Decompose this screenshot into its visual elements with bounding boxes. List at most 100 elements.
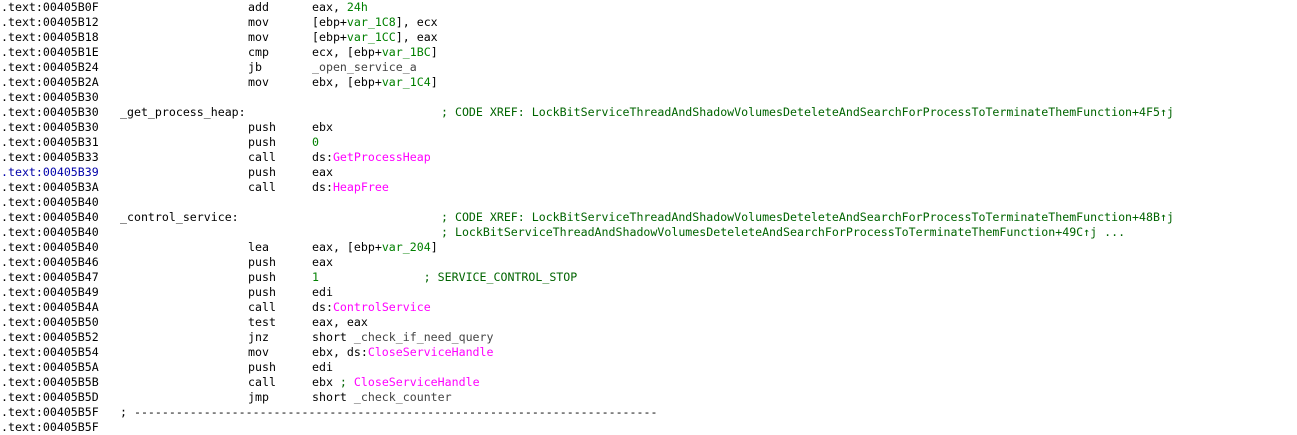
listing-line[interactable]: .text:00405B47 push 1 ; SERVICE_CONTROL_ST… xyxy=(1,270,1297,285)
instruction-mnemonic[interactable]: mov xyxy=(248,345,269,359)
listing-line[interactable]: .text:00405B12 mov [ebp+var_1C8], ecx xyxy=(1,15,1297,30)
instruction-operands[interactable]: [ebp+var_1CC], eax xyxy=(312,30,438,45)
instruction-mnemonic[interactable]: lea xyxy=(248,240,269,254)
line-address[interactable]: .text:00405B5A xyxy=(1,360,99,374)
listing-line[interactable]: .text:00405B3A call ds:HeapFree xyxy=(1,180,1297,195)
line-address[interactable]: .text:00405B5F xyxy=(1,420,99,434)
listing-line[interactable]: .text:00405B46 push eax xyxy=(1,255,1297,270)
instruction-operands[interactable]: ebx, ds:CloseServiceHandle xyxy=(312,345,493,360)
instruction-operands[interactable]: ecx, [ebp+var_1BC] xyxy=(312,45,438,60)
listing-line[interactable]: .text:00405B40 xyxy=(1,195,1297,210)
instruction-operands[interactable]: ebx, [ebp+var_1C4] xyxy=(312,75,438,90)
line-address[interactable]: .text:00405B30 xyxy=(1,90,99,104)
code-reference[interactable]: _check_if_need_query xyxy=(353,330,494,344)
instruction-mnemonic[interactable]: mov xyxy=(248,75,269,89)
instruction-operands[interactable]: short _check_if_need_query xyxy=(312,330,494,345)
instruction-mnemonic[interactable]: push xyxy=(248,285,276,299)
listing-line[interactable]: .text:00405B30 xyxy=(1,90,1297,105)
line-address[interactable]: .text:00405B39 xyxy=(1,165,99,179)
stack-variable[interactable]: var_1BC xyxy=(381,45,431,59)
line-address[interactable]: .text:00405B33 xyxy=(1,150,99,164)
listing-line[interactable]: .text:00405B50 test eax, eax xyxy=(1,315,1297,330)
stack-variable[interactable]: var_1C4 xyxy=(381,75,431,89)
listing-line[interactable]: .text:00405B30_get_process_heap:; CODE X… xyxy=(1,105,1297,120)
instruction-mnemonic[interactable]: mov xyxy=(248,15,269,29)
instruction-mnemonic[interactable]: push xyxy=(248,255,276,269)
instruction-mnemonic[interactable]: jb xyxy=(248,60,262,74)
line-address[interactable]: .text:00405B40 xyxy=(1,225,99,239)
import-name[interactable]: GetProcessHeap xyxy=(332,150,431,164)
listing-line[interactable]: .text:00405B40 lea eax, [ebp+var_204] xyxy=(1,240,1297,255)
listing-line[interactable]: .text:00405B5F xyxy=(1,420,1297,435)
line-address[interactable]: .text:00405B24 xyxy=(1,60,99,74)
instruction-operands[interactable]: eax, 24h xyxy=(312,0,368,15)
instruction-mnemonic[interactable]: call xyxy=(248,300,276,314)
instruction-operands[interactable]: ebx xyxy=(312,120,333,135)
xref-comment[interactable]: ; CODE XREF: LockBitServiceThreadAndShad… xyxy=(441,210,1174,224)
code-label[interactable]: _get_process_heap: xyxy=(120,105,246,119)
instruction-mnemonic[interactable]: push xyxy=(248,270,276,284)
import-name[interactable]: HeapFree xyxy=(332,180,389,194)
import-name[interactable]: CloseServiceHandle xyxy=(353,375,480,389)
line-address[interactable]: .text:00405B40 xyxy=(1,210,99,224)
import-name[interactable]: ControlService xyxy=(332,300,431,314)
line-address[interactable]: .text:00405B4A xyxy=(1,300,99,314)
line-address[interactable]: .text:00405B47 xyxy=(1,270,99,284)
instruction-mnemonic[interactable]: push xyxy=(248,120,276,134)
listing-line[interactable]: .text:00405B4A call ds:ControlService xyxy=(1,300,1297,315)
instruction-operands[interactable]: ebx ; CloseServiceHandle xyxy=(312,375,480,390)
instruction-mnemonic[interactable]: push xyxy=(248,135,276,149)
instruction-mnemonic[interactable]: push xyxy=(248,165,276,179)
instruction-operands[interactable]: 0 xyxy=(312,135,319,150)
instruction-operands[interactable]: eax xyxy=(312,255,333,270)
instruction-operands[interactable]: _open_service_a xyxy=(312,60,417,75)
instruction-operands[interactable]: eax, [ebp+var_204] xyxy=(312,240,438,255)
line-address[interactable]: .text:00405B30 xyxy=(1,105,99,119)
listing-line[interactable]: .text:00405B0F add eax, 24h xyxy=(1,0,1297,15)
line-address[interactable]: .text:00405B46 xyxy=(1,255,99,269)
instruction-mnemonic[interactable]: push xyxy=(248,360,276,374)
line-address[interactable]: .text:00405B54 xyxy=(1,345,99,359)
instruction-mnemonic[interactable]: mov xyxy=(248,30,269,44)
line-address[interactable]: .text:00405B0F xyxy=(1,0,99,14)
instruction-operands[interactable]: short _check_counter xyxy=(312,390,452,405)
instruction-operands[interactable]: ds:HeapFree xyxy=(312,180,389,195)
import-name[interactable]: CloseServiceHandle xyxy=(367,345,494,359)
line-address[interactable]: .text:00405B40 xyxy=(1,240,99,254)
stack-variable[interactable]: var_204 xyxy=(381,240,431,254)
instruction-operands[interactable]: ds:ControlService xyxy=(312,300,431,315)
listing-line[interactable]: .text:00405B5F; ------------------------… xyxy=(1,405,1297,420)
line-address[interactable]: .text:00405B31 xyxy=(1,135,99,149)
instruction-mnemonic[interactable]: add xyxy=(248,0,269,14)
line-address[interactable]: .text:00405B2A xyxy=(1,75,99,89)
instruction-operands[interactable]: 1 ; SERVICE_CONTROL_STOP xyxy=(312,270,577,285)
line-address[interactable]: .text:00405B30 xyxy=(1,120,99,134)
line-address[interactable]: .text:00405B5D xyxy=(1,390,99,404)
code-reference[interactable]: _open_service_a xyxy=(312,60,417,74)
instruction-mnemonic[interactable]: call xyxy=(248,150,276,164)
line-address[interactable]: .text:00405B12 xyxy=(1,15,99,29)
listing-line[interactable]: .text:00405B24 jb _open_service_a xyxy=(1,60,1297,75)
line-address[interactable]: .text:00405B49 xyxy=(1,285,99,299)
line-address[interactable]: .text:00405B50 xyxy=(1,315,99,329)
line-address[interactable]: .text:00405B3A xyxy=(1,180,99,194)
listing-line[interactable]: .text:00405B52 jnz short _check_if_need_qu… xyxy=(1,330,1297,345)
stack-variable[interactable]: var_1CC xyxy=(346,30,396,44)
instruction-mnemonic[interactable]: jnz xyxy=(248,330,269,344)
line-address[interactable]: .text:00405B52 xyxy=(1,330,99,344)
instruction-mnemonic[interactable]: call xyxy=(248,180,276,194)
listing-line[interactable]: .text:00405B33 call ds:GetProcessHeap xyxy=(1,150,1297,165)
code-label[interactable]: _control_service: xyxy=(120,210,239,224)
instruction-operands[interactable]: ds:GetProcessHeap xyxy=(312,150,431,165)
instruction-mnemonic[interactable]: test xyxy=(248,315,276,329)
instruction-operands[interactable]: eax, eax xyxy=(312,315,368,330)
instruction-operands[interactable]: [ebp+var_1C8], ecx xyxy=(312,15,438,30)
code-reference[interactable]: _check_counter xyxy=(353,390,452,404)
